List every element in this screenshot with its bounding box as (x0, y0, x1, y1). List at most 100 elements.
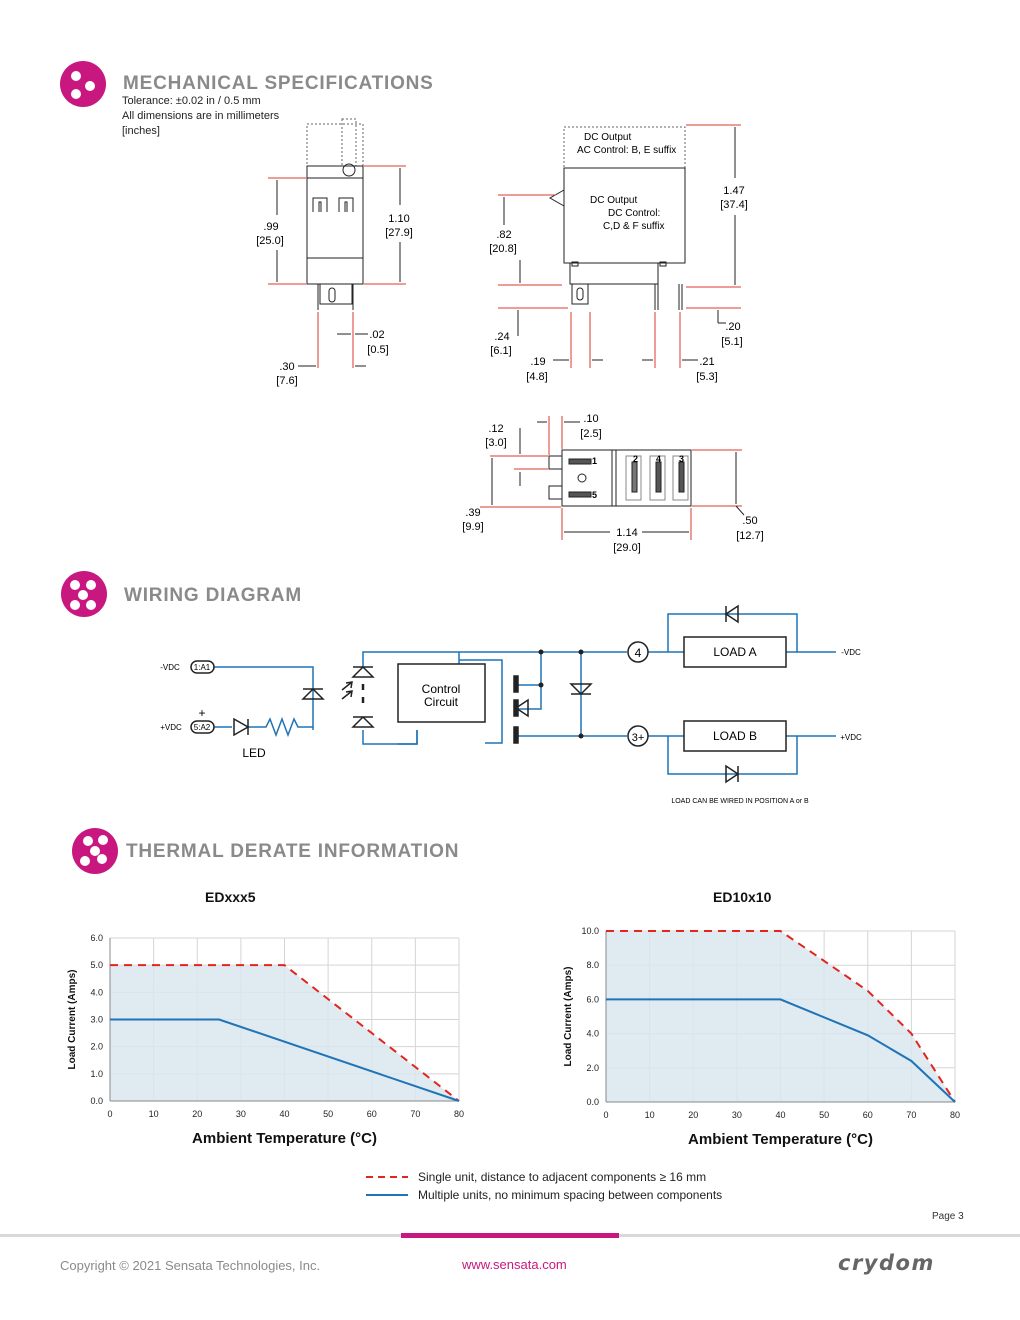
y-tick-label: 0.0 (90, 1096, 103, 1106)
x-tick-label: 60 (367, 1109, 377, 1119)
top-dim-b-mm: [3.0] (485, 437, 506, 449)
x-tick-label: 20 (192, 1109, 202, 1119)
x-tick-label: 0 (603, 1110, 608, 1120)
top-dim-c-in: .39 (465, 507, 480, 519)
mechanical-section-icon (60, 61, 106, 107)
front-dim-sp1-mm: [4.8] (526, 371, 547, 383)
led-label: LED (242, 746, 266, 760)
pin-5: 5 (592, 490, 597, 500)
x-tick-label: 80 (950, 1110, 960, 1120)
x-tick-label: 0 (107, 1109, 112, 1119)
plus-sign: + (198, 706, 205, 720)
wiring-title: WIRING DIAGRAM (124, 585, 302, 606)
chart-1-title: EDxxx5 (205, 889, 256, 905)
y-tick-label: 6.0 (586, 994, 599, 1004)
y-tick-label: 3.0 (90, 1015, 103, 1025)
series-single-unit-line (110, 964, 460, 1102)
wiring-section-icon (61, 571, 107, 617)
y-tick-label: 6.0 (90, 933, 103, 943)
x-tick-label: 10 (645, 1110, 655, 1120)
x-tick-label: 70 (410, 1109, 420, 1119)
node-4: 4 (635, 646, 642, 660)
side-dim-total-in: 1.10 (388, 213, 409, 225)
front-dim-sp2-mm: [5.3] (696, 371, 717, 383)
brand-logo: crydom (838, 1251, 935, 1275)
footer-url[interactable]: www.sensata.com (462, 1257, 567, 1272)
x-tick-label: 50 (819, 1110, 829, 1120)
top-dim-w-in: .50 (742, 515, 757, 527)
front-dim-sp2-in: .21 (699, 356, 714, 368)
x-axis-label: Ambient Temperature (°C) (192, 1130, 377, 1147)
front-dim-sp1-in: .19 (530, 356, 545, 368)
y-tick-label: 4.0 (586, 1029, 599, 1039)
side-dim-width-mm: [7.6] (276, 375, 297, 387)
x-tick-label: 40 (279, 1109, 289, 1119)
front-label-dc-3: C,D & F suffix (603, 221, 665, 232)
series-multiple-units-line (606, 998, 956, 1103)
front-label-dc-1: DC Output (590, 195, 637, 206)
tolerance-note: Tolerance: ±0.02 in / 0.5 mm (122, 95, 261, 107)
series-single-unit-line (606, 930, 956, 1103)
top-dim-w-mm: [12.7] (736, 530, 764, 542)
x-tick-label: 40 (775, 1110, 785, 1120)
control-circuit-line1: Control (422, 682, 461, 696)
legend: Single unit, distance to adjacent compon… (366, 1170, 722, 1202)
node-3: 3+ (632, 732, 645, 744)
inches-note: [inches] (122, 125, 160, 137)
front-dim-pinlen-in: .24 (494, 331, 509, 343)
mechanical-notes: Tolerance: ±0.02 in / 0.5 mm All dimensi… (122, 94, 279, 139)
mechanical-title: MECHANICAL SPECIFICATIONS (123, 73, 434, 94)
x-tick-label: 30 (236, 1109, 246, 1119)
control-circuit-line2: Circuit (424, 695, 459, 709)
thermal-section-icon (72, 828, 118, 874)
y-tick-label: 2.0 (90, 1042, 103, 1052)
front-dim-pin2-mm: [5.1] (721, 336, 742, 348)
x-tick-label: 50 (323, 1109, 333, 1119)
y-tick-label: 0.0 (586, 1097, 599, 1107)
side-dim-width-in: .30 (279, 361, 294, 373)
chart-2-title: ED10x10 (713, 889, 772, 905)
front-label-dc-2: DC Control: (608, 208, 660, 219)
footer-copyright: Copyright © 2021 Sensata Technologies, I… (60, 1258, 321, 1273)
front-dim-total-in: 1.47 (723, 185, 744, 197)
side-dim-pin-mm: [0.5] (367, 344, 388, 356)
area-fill (110, 965, 459, 1101)
side-dim-height-mm: [25.0] (256, 235, 284, 247)
y-tick-label: 1.0 (90, 1069, 103, 1079)
y-tick-label: 4.0 (90, 987, 103, 997)
x-tick-label: 30 (732, 1110, 742, 1120)
x-tick-label: 20 (688, 1110, 698, 1120)
side-dim-height-in: .99 (263, 221, 278, 233)
front-dim-body-mm: [20.8] (489, 243, 517, 255)
x-axis-label: Ambient Temperature (°C) (688, 1131, 873, 1148)
pos-vdc-left: +VDC (160, 723, 182, 732)
neg-vdc-left: -VDC (160, 663, 180, 672)
front-dim-total-mm: [37.4] (720, 199, 748, 211)
page-number: Page 3 (932, 1211, 964, 1222)
load-b: LOAD B (713, 729, 757, 743)
pos-vdc-right: +VDC (840, 733, 862, 742)
side-dim-pin-in: .02 (369, 329, 384, 341)
wiring-note: LOAD CAN BE WIRED IN POSITION A or B (671, 798, 809, 805)
front-dim-pin2-in: .20 (725, 321, 740, 333)
top-dim-b-in: .12 (488, 423, 503, 435)
front-label-ac-1: DC Output (584, 132, 631, 143)
terminal-a2: 5:A2 (194, 723, 211, 732)
y-tick-label: 5.0 (90, 960, 103, 970)
top-dim-c-mm: [9.9] (462, 521, 483, 533)
load-a: LOAD A (713, 645, 756, 659)
y-tick-label: 10.0 (581, 926, 599, 936)
front-dim-pinlen-mm: [6.1] (490, 345, 511, 357)
y-axis-label: Load Current (Amps) (563, 967, 574, 1067)
thermal-title: THERMAL DERATE INFORMATION (126, 841, 460, 862)
x-tick-label: 70 (906, 1110, 916, 1120)
area-fill (606, 931, 955, 1102)
mechanical-drawings: .99 [25.0] 1.10 [27.9] .02 [0.5] .30 [7.… (256, 118, 764, 554)
pin-3: 3 (679, 454, 684, 464)
y-tick-label: 2.0 (586, 1063, 599, 1073)
x-tick-label: 60 (863, 1110, 873, 1120)
footer-accent-bar (401, 1233, 619, 1238)
x-tick-label: 10 (149, 1109, 159, 1119)
